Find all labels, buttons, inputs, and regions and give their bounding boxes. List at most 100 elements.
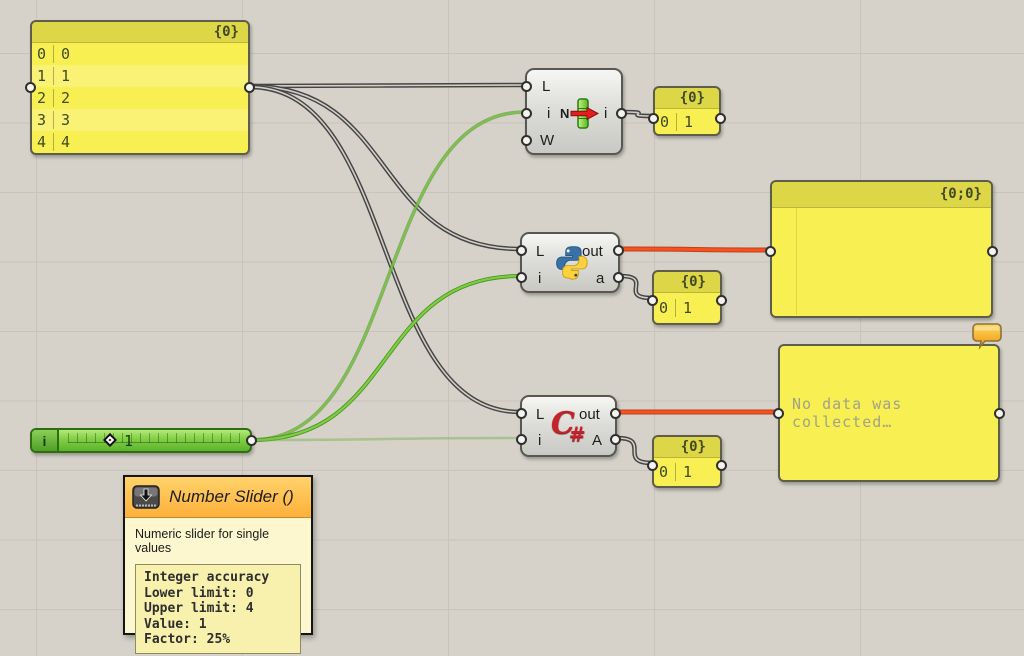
input-label-L: L — [536, 406, 545, 423]
list-item-icon — [570, 98, 600, 129]
output-label-i: i — [604, 105, 608, 122]
output-nub[interactable] — [987, 246, 998, 257]
input-nub-L[interactable] — [521, 81, 532, 92]
wire-slider-to-listitem-i[interactable] — [251, 111, 526, 441]
no-data-panel[interactable]: No data was collected… — [773, 344, 1005, 482]
input-nub-i[interactable] — [521, 108, 532, 119]
output-label-out: out — [579, 406, 600, 423]
input-nub-W[interactable] — [521, 135, 532, 146]
icon-label-N: N — [560, 106, 570, 121]
output-nub-A[interactable] — [610, 434, 621, 445]
wire-panel-to-listitem-L[interactable] — [249, 84, 526, 87]
row-index: 0 — [32, 45, 54, 63]
row-index: 1 — [32, 67, 54, 85]
output-nub[interactable] — [716, 295, 727, 306]
item-panel-mid[interactable]: {0} 0 1 — [647, 270, 727, 325]
input-label-i: i — [538, 270, 542, 287]
panel-row: 4 4 — [32, 131, 248, 152]
input-label-L: L — [536, 243, 545, 260]
input-nub[interactable] — [647, 460, 658, 471]
wire-slider-to-python-i[interactable] — [250, 274, 522, 442]
wire-python-a-to-panel[interactable] — [619, 275, 653, 299]
output-nub-i[interactable] — [616, 108, 627, 119]
row-index: 0 — [654, 299, 676, 317]
wire-python-out-to-panel[interactable] — [618, 247, 772, 252]
panel-path-label: {0} — [654, 437, 720, 458]
tooltip-subtitle: Numeric slider for single values — [135, 527, 270, 555]
wire-panel-to-csharp-L[interactable] — [249, 86, 521, 413]
index-column-line — [796, 208, 797, 315]
output-label-out: out — [582, 243, 603, 260]
csharp-icon-sharp: # — [568, 422, 586, 446]
csharp-icon: C# — [551, 406, 592, 445]
item-panel-bottom[interactable]: {0} 0 1 — [647, 435, 727, 488]
row-value: 1 — [61, 67, 71, 85]
panel-row: 1 1 — [32, 65, 248, 87]
slider-icon — [132, 485, 160, 509]
panel-path-label: {0} — [655, 88, 719, 109]
output-nub[interactable] — [994, 408, 1005, 419]
output-nub[interactable] — [246, 435, 257, 446]
detail-line: Integer accuracy — [144, 570, 270, 585]
output-nub-out[interactable] — [610, 408, 621, 419]
detail-line: Value: 1 — [144, 616, 207, 632]
input-nub[interactable] — [765, 246, 776, 257]
output-nub[interactable] — [715, 113, 726, 124]
tooltip-title: Number Slider () — [169, 487, 294, 506]
wire-listitem-i-to-panel[interactable] — [622, 111, 654, 117]
slider-ruler — [68, 433, 240, 443]
wire-panel-to-python-L[interactable] — [249, 85, 521, 250]
number-slider[interactable]: i 1 — [30, 428, 257, 453]
detail-line: Factor: 25% — [144, 632, 231, 647]
input-nub-i[interactable] — [516, 272, 527, 283]
data-panel[interactable]: {0} 0 0 1 1 2 2 3 3 4 4 — [25, 20, 255, 155]
python-script-component[interactable]: L i out a — [516, 232, 624, 293]
input-nub-L[interactable] — [516, 408, 527, 419]
tree-panel[interactable]: {0;0} — [765, 180, 998, 318]
row-index: 0 — [655, 113, 677, 131]
wire-csharp-A-to-panel[interactable] — [616, 437, 653, 464]
input-label-W: W — [540, 132, 555, 149]
number-slider-tooltip: Number Slider () Numeric slider for sing… — [123, 475, 313, 654]
panel-path-label: {0} — [32, 22, 248, 43]
row-value: 1 — [684, 113, 694, 131]
row-value: 1 — [683, 463, 693, 481]
panel-path-label: {0} — [654, 272, 720, 293]
row-value: 2 — [61, 89, 71, 107]
input-nub[interactable] — [25, 82, 36, 93]
input-label-i: i — [538, 432, 542, 449]
output-nub[interactable] — [716, 460, 727, 471]
no-data-message: No data was collected… — [792, 395, 903, 431]
output-nub-a[interactable] — [613, 272, 624, 283]
input-nub[interactable] — [648, 113, 659, 124]
output-nub[interactable] — [244, 82, 255, 93]
panel-row: 3 3 — [32, 109, 248, 131]
row-value: 0 — [61, 45, 71, 63]
csharp-icon-C: C — [551, 406, 575, 441]
output-label-a: a — [596, 270, 605, 287]
tooltip-details: Integer accuracy Lower limit: 0 Upper li… — [135, 564, 301, 654]
panel-row: 0 1 — [654, 293, 720, 323]
list-item-component[interactable]: L i W i N — [521, 68, 627, 155]
row-index: 2 — [32, 89, 54, 107]
warning-balloon-icon[interactable] — [970, 322, 1004, 352]
wire-slider-to-csharp-i[interactable] — [250, 436, 522, 442]
row-value: 3 — [61, 111, 71, 129]
output-nub-out[interactable] — [613, 245, 624, 256]
panel-row: 0 1 — [654, 458, 720, 486]
detail-line: Lower limit: 0 — [144, 585, 254, 601]
panel-row: 0 1 — [655, 109, 719, 135]
item-panel-top[interactable]: {0} 0 1 — [648, 86, 726, 136]
row-value: 4 — [61, 132, 71, 151]
input-nub-i[interactable] — [516, 434, 527, 445]
detail-line: Upper limit: 4 — [144, 601, 254, 616]
input-nub[interactable] — [773, 408, 784, 419]
input-label-L: L — [542, 78, 551, 95]
csharp-script-component[interactable]: L i out A C# — [516, 395, 621, 457]
input-nub-L[interactable] — [516, 245, 527, 256]
input-nub[interactable] — [647, 295, 658, 306]
row-value: 1 — [683, 299, 693, 317]
slider-type-label: i — [32, 430, 59, 451]
